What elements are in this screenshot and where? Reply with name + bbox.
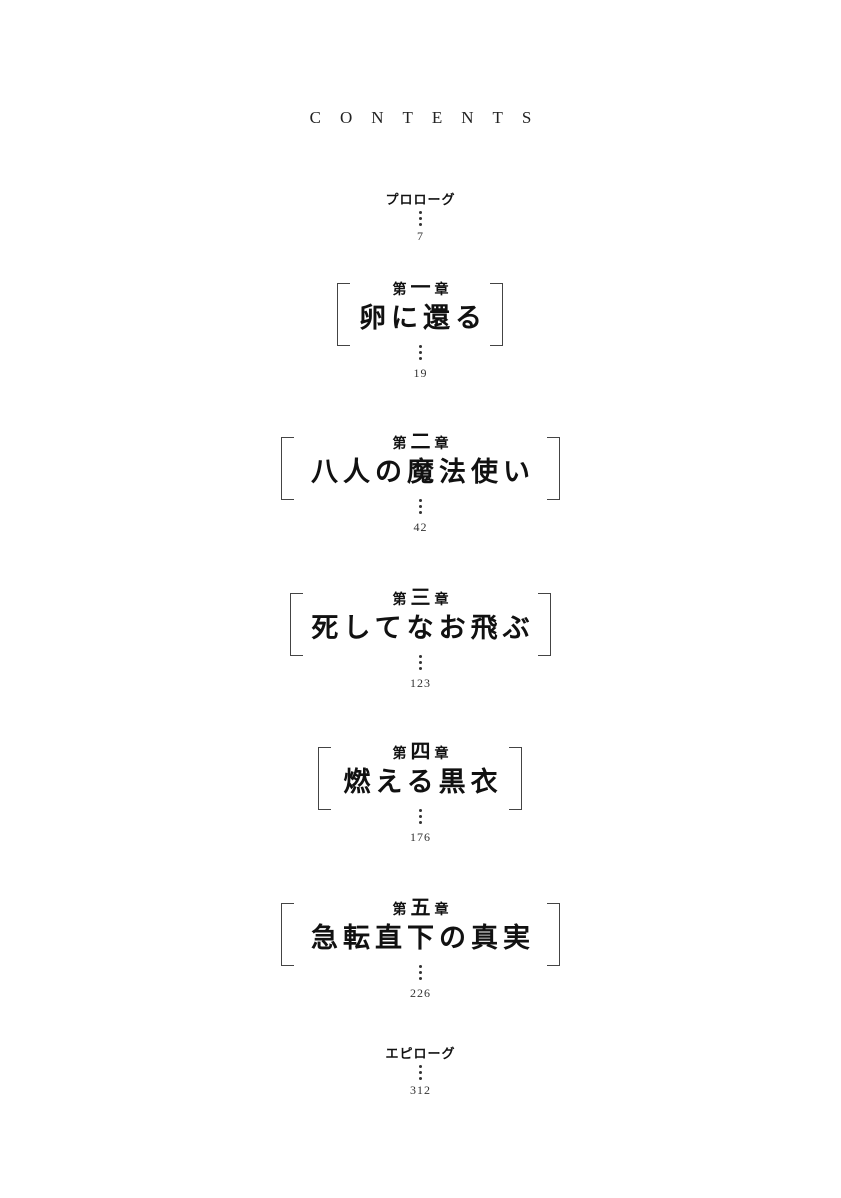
leader-dots xyxy=(419,345,422,360)
toc-entry-chapter-3[interactable]: 第三章 死してなお飛ぶ 123 xyxy=(0,585,841,691)
chapter-1-title: 卵に還る xyxy=(359,303,487,334)
toc-entry-chapter-5[interactable]: 第五章 急転直下の真実 226 xyxy=(0,895,841,1001)
leader-dots xyxy=(419,211,422,226)
leader-dots xyxy=(419,965,422,980)
toc-entry-chapter-4[interactable]: 第四章 燃える黒衣 176 xyxy=(0,739,841,845)
chapter-1-label: 第一章 xyxy=(392,275,453,299)
contents-heading: CONTENTS xyxy=(309,108,551,127)
leader-dots xyxy=(419,499,422,514)
chapter-1-brackets xyxy=(337,283,504,346)
toc-entry-epilogue[interactable]: エピローグ 312 xyxy=(0,1043,841,1098)
chapter-3-label: 第三章 xyxy=(392,585,453,609)
leader-dots xyxy=(419,1065,422,1080)
chapter-3-title: 死してなお飛ぶ xyxy=(311,613,535,644)
chapter-4-label: 第四章 xyxy=(392,739,453,763)
chapter-1-page-number: 19 xyxy=(413,366,428,380)
epilogue-title: エピローグ xyxy=(385,1047,456,1062)
chapter-2-brackets xyxy=(281,437,561,500)
epilogue-page-number: 312 xyxy=(410,1083,431,1097)
chapter-5-label: 第五章 xyxy=(392,895,453,919)
chapter-5-title: 急転直下の真実 xyxy=(311,923,535,954)
chapter-4-title: 燃える黒衣 xyxy=(343,767,503,798)
chapter-2-page-number: 42 xyxy=(413,520,428,534)
chapter-4-page-number: 176 xyxy=(410,830,431,844)
chapter-4-brackets xyxy=(318,747,523,810)
chapter-5-brackets xyxy=(281,903,561,966)
prologue-title: プロローグ xyxy=(385,193,456,208)
chapter-2-title: 八人の魔法使い xyxy=(311,457,535,488)
chapter-2-label: 第二章 xyxy=(392,429,453,453)
leader-dots xyxy=(419,809,422,824)
leader-dots xyxy=(419,655,422,670)
chapter-3-page-number: 123 xyxy=(410,676,431,690)
toc-entry-prologue[interactable]: プロローグ 7 xyxy=(0,189,841,244)
toc-entry-chapter-1[interactable]: 第一章 卵に還る 19 xyxy=(0,275,841,381)
toc-entry-chapter-2[interactable]: 第二章 八人の魔法使い 42 xyxy=(0,429,841,535)
chapter-5-page-number: 226 xyxy=(410,986,431,1000)
chapter-3-brackets xyxy=(290,593,552,656)
prologue-page-number: 7 xyxy=(417,229,424,243)
